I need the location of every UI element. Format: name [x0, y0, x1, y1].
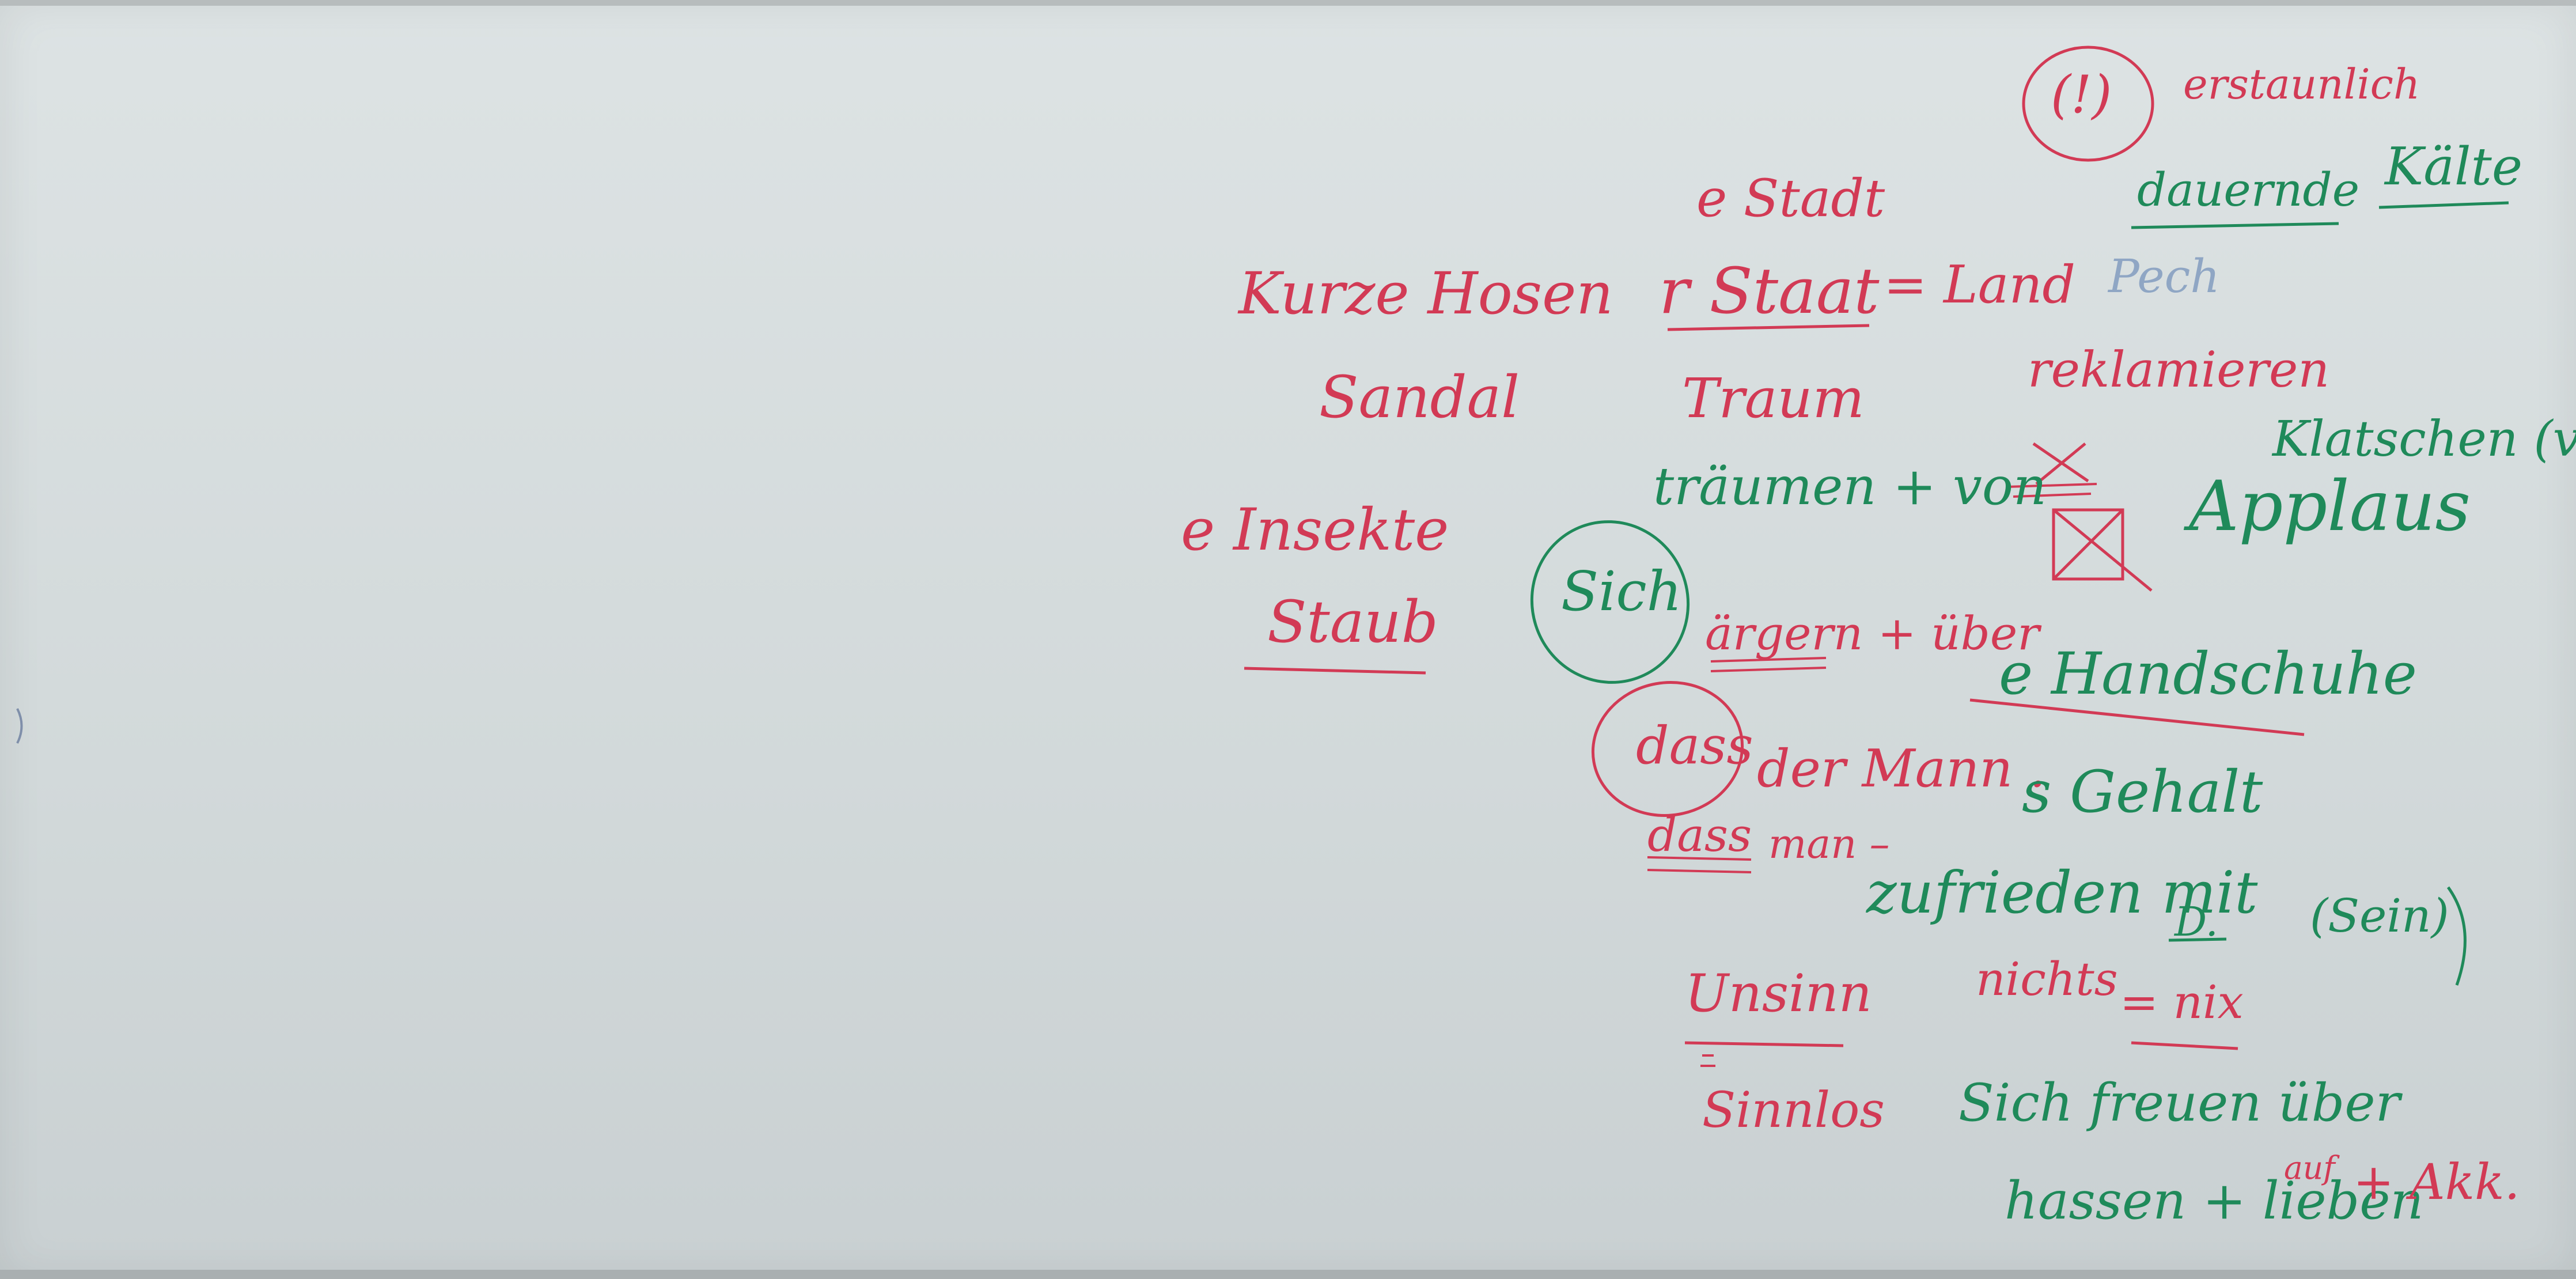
- word-sich-freuen: Sich freuen über: [1958, 1073, 2400, 1133]
- word-nichts: nichts: [1976, 952, 2118, 1006]
- word-der-mann: der Mann .: [1757, 739, 2046, 799]
- word-insekte: e Insekte: [1181, 496, 1449, 563]
- word-hassen-lieben: hassen + lieben: [2005, 1171, 2424, 1231]
- word-gehalt: s Gehalt: [2022, 758, 2263, 826]
- word-zufrieden: zufrieden mit: [1866, 859, 2258, 926]
- word-pech: Pech: [2108, 249, 2220, 303]
- kaelte-underline: [2378, 201, 2509, 209]
- word-klatschen: Klatschen (vi): [2272, 411, 2576, 468]
- word-akk: + Akk.: [2353, 1154, 2520, 1211]
- word-traeumen: träumen + von: [1653, 456, 2047, 517]
- word-auf: auf: [2284, 1149, 2335, 1186]
- crossed-box-x: [2052, 509, 2153, 592]
- word-applaus: Applaus: [2189, 467, 2471, 547]
- word-kaelte: Kälte: [2385, 137, 2523, 197]
- word-staub: Staub: [1267, 588, 1438, 656]
- word-land: = Land: [1884, 255, 2076, 315]
- word-d: D.: [2175, 898, 2218, 945]
- word-unsinn: Unsinn: [1685, 963, 1872, 1024]
- word-dass-2: dass: [1647, 808, 1752, 862]
- unsinn-underline: [1684, 1041, 1844, 1047]
- board-frame-top: [0, 0, 2576, 6]
- word-dass-1: dass: [1636, 716, 1753, 776]
- equal-mark: [1700, 1054, 1715, 1067]
- word-dauernde: dauernde: [2137, 163, 2360, 217]
- word-stadt: e Stadt: [1696, 168, 1885, 229]
- left-edge-mark: [16, 708, 23, 744]
- word-aergern: ärgern + über: [1705, 607, 2040, 660]
- word-man: man –: [1768, 820, 1890, 868]
- word-reklamieren: reklamieren: [2028, 342, 2330, 399]
- word-nix: = nix: [2120, 975, 2244, 1029]
- crossed-box: [2052, 508, 2124, 581]
- word-sinnlos: Sinnlos: [1702, 1082, 1885, 1139]
- staub-underline: [1244, 667, 1426, 675]
- exclaim-mark: (!): [2051, 65, 2112, 125]
- word-handschuhe: e Handschuhe: [1999, 640, 2417, 707]
- word-sein: (Sein): [2310, 889, 2449, 943]
- word-sandal: Sandal: [1319, 364, 1520, 431]
- dauernde-underline: [2131, 222, 2339, 229]
- nix-underline: [2131, 1041, 2238, 1050]
- word-sich: Sich: [1561, 560, 1682, 623]
- board-frame-bottom: [0, 1270, 2576, 1279]
- word-staat: r Staat: [1659, 254, 1880, 328]
- word-kurze-hosen: Kurze Hosen: [1238, 260, 1613, 327]
- sein-bracket: [2446, 886, 2467, 986]
- word-erstaunlich: erstaunlich: [2183, 60, 2420, 108]
- word-traum: Traum: [1682, 367, 1865, 430]
